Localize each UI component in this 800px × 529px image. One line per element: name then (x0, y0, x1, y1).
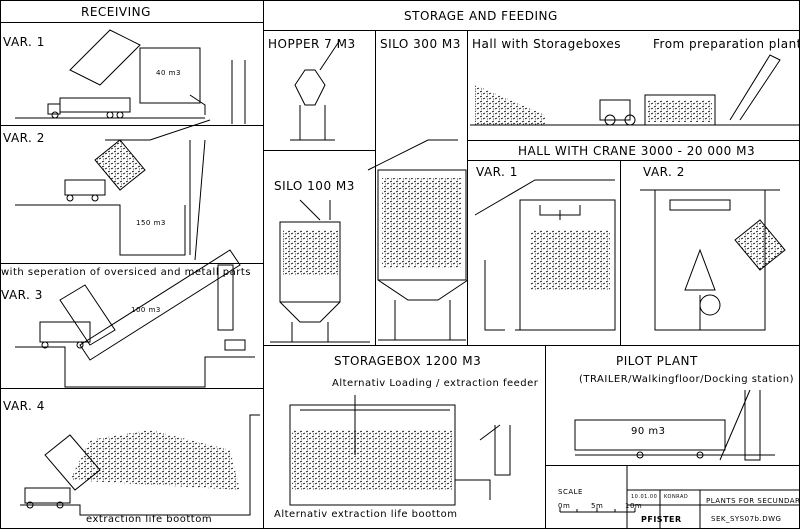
title-block: SCALE 0m 5m 10m 10.01.00 KONRAD PFISTER … (545, 465, 800, 529)
receiving-var4-panel: VAR. 4 extraction life boottom (0, 388, 264, 529)
receiving-title: RECEIVING (81, 5, 151, 19)
hopper-title: HOPPER 7 M3 (268, 37, 356, 51)
storageboxes-drawing (470, 54, 800, 126)
pilot-subtitle: (TRAILER/Walkingfloor/Docking station) (579, 374, 795, 385)
silo300-title: SILO 300 M3 (380, 37, 461, 51)
var3-volume: 100 m3 (131, 306, 161, 314)
var2-truck-bunker (15, 119, 211, 261)
hopper-panel: HOPPER 7 M3 (263, 30, 376, 151)
var3-note: with seperation of oversiced and metall … (1, 267, 251, 278)
storageboxes-panel: Hall with Storageboxes From preparation … (467, 30, 800, 141)
pilot-title: PILOT PLANT (616, 354, 698, 368)
var1-volume: 40 m3 (156, 69, 181, 77)
var4-caption: extraction life boottom (86, 514, 213, 525)
name: KONRAD (664, 494, 689, 500)
crane-var1-panel: VAR. 1 (467, 160, 621, 346)
storagebox-title: STORAGEBOX 1200 M3 (334, 354, 482, 368)
from-prep-label: From preparation plant (653, 37, 800, 51)
var3-label: VAR. 3 (1, 288, 43, 302)
crane-var2-label: VAR. 2 (643, 165, 685, 179)
scale-label: SCALE (558, 488, 583, 496)
scale-tick-0: 0m (558, 502, 571, 510)
hall-crane-header: HALL WITH CRANE 3000 - 20 000 M3 (467, 140, 800, 161)
var1-label: VAR. 1 (3, 35, 45, 49)
crane-var2-drawing (640, 189, 786, 331)
var2-label: VAR. 2 (3, 131, 45, 145)
storageboxes-title: Hall with Storageboxes (472, 37, 622, 51)
silo300-drawing (367, 139, 469, 341)
storagebox1200-drawing (289, 395, 511, 506)
crane-var2-panel: VAR. 2 (620, 160, 800, 346)
var2-volume: 150 m3 (136, 219, 166, 227)
company-logo: PFISTER (641, 515, 682, 524)
drawing-number: SEK_SYS07b.DWG (711, 515, 782, 523)
crane-var1-drawing (474, 179, 616, 331)
silo100-drawing (270, 199, 370, 343)
storage-title: STORAGE AND FEEDING (404, 9, 558, 23)
hopper-drawing (290, 39, 341, 141)
scale-tick-10: 10m (625, 502, 643, 510)
pilot-plant-drawing (574, 389, 775, 461)
hall-crane-title: HALL WITH CRANE 3000 - 20 000 M3 (518, 144, 756, 158)
scale-tick-5: 5m (591, 502, 604, 510)
receiving-var2-panel: VAR. 2 150 m3 (0, 125, 264, 264)
project-title: PLANTS FOR SECUNDARY FUEL (706, 497, 800, 505)
pilot-plant-panel: PILOT PLANT (TRAILER/Walkingfloor/Dockin… (545, 345, 800, 466)
receiving-header: RECEIVING (0, 0, 264, 23)
var4-bunker (20, 414, 260, 516)
var4-label: VAR. 4 (3, 399, 45, 413)
silo300-panel: SILO 300 M3 (375, 30, 468, 346)
storage-header: STORAGE AND FEEDING (263, 0, 800, 31)
scale-bar (559, 508, 636, 513)
var3-conveyor (15, 249, 255, 388)
silo100-panel: SILO 100 M3 (263, 150, 376, 346)
storagebox-bottom-label: Alternativ extraction life boottom (274, 509, 458, 520)
storagebox-top-label: Alternativ Loading / extraction feeder (332, 378, 539, 389)
silo100-title: SILO 100 M3 (274, 179, 355, 193)
crane-var1-label: VAR. 1 (476, 165, 518, 179)
date: 10.01.00 (631, 494, 658, 500)
var1-truck-bunker (15, 29, 246, 124)
pilot-volume: 90 m3 (631, 426, 666, 437)
receiving-var1-panel: VAR. 1 40 m3 (0, 22, 264, 126)
storagebox-panel: STORAGEBOX 1200 M3 Alternativ Loading / … (263, 345, 546, 529)
receiving-var3-panel: with seperation of oversiced and metall … (0, 263, 264, 389)
